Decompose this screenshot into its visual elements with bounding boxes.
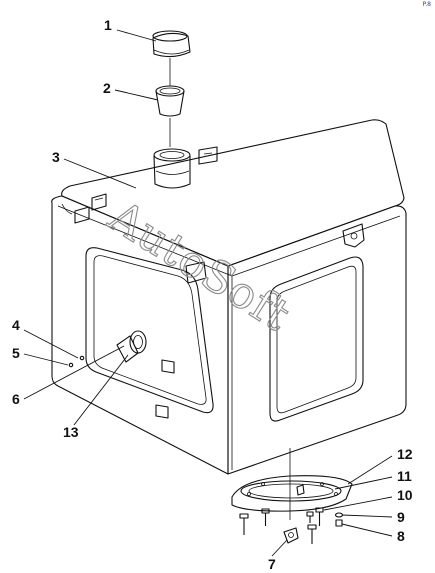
part-flange-plate[interactable] (231, 475, 353, 512)
callout-10: 10 (397, 487, 413, 503)
callout-9: 9 (397, 509, 405, 525)
callout-3: 3 (52, 149, 60, 165)
part-gasket[interactable] (240, 480, 342, 502)
top-bracket-left-front (74, 206, 90, 224)
callout-4: 4 (12, 317, 20, 333)
part-bolt-10[interactable] (315, 507, 324, 526)
part-washer-5[interactable] (68, 362, 74, 368)
part-drain-fitting[interactable] (116, 330, 147, 363)
corner-bracket (342, 223, 365, 248)
callout-11: 11 (397, 468, 412, 484)
left-inspection-panel (85, 247, 214, 414)
panel-clip-1 (161, 359, 175, 374)
panel-clip-2 (155, 404, 169, 419)
flange-bolts (239, 508, 317, 544)
part-nut-8[interactable] (335, 519, 343, 527)
part-drain-plug-7[interactable] (283, 527, 299, 544)
corner-mark: P.8 (422, 1, 431, 8)
callout-7: 7 (268, 556, 276, 572)
top-bracket-left (91, 193, 107, 211)
part-tank-body[interactable] (51, 119, 407, 475)
callout-5: 5 (12, 345, 20, 361)
top-bracket-right (198, 146, 218, 165)
right-inspection-panel (269, 256, 364, 422)
callout-6: 6 (12, 391, 20, 407)
watermark-text: AutoSoft (99, 191, 299, 342)
callout-13: 13 (63, 424, 79, 440)
part-cap[interactable] (152, 30, 191, 58)
callout-12: 12 (397, 446, 413, 462)
callout-1: 1 (104, 17, 112, 33)
part-filler-neck (153, 148, 191, 189)
part-washer-9[interactable] (334, 512, 344, 518)
center-hatch-bracket (185, 261, 207, 284)
edge-hook (61, 203, 73, 215)
flange-bolt-holes (247, 482, 338, 496)
callout-8: 8 (397, 528, 405, 544)
part-screw-4[interactable] (79, 355, 85, 361)
leader-lines (23, 29, 393, 557)
callout-2: 2 (103, 80, 111, 96)
part-strainer[interactable] (155, 85, 185, 117)
